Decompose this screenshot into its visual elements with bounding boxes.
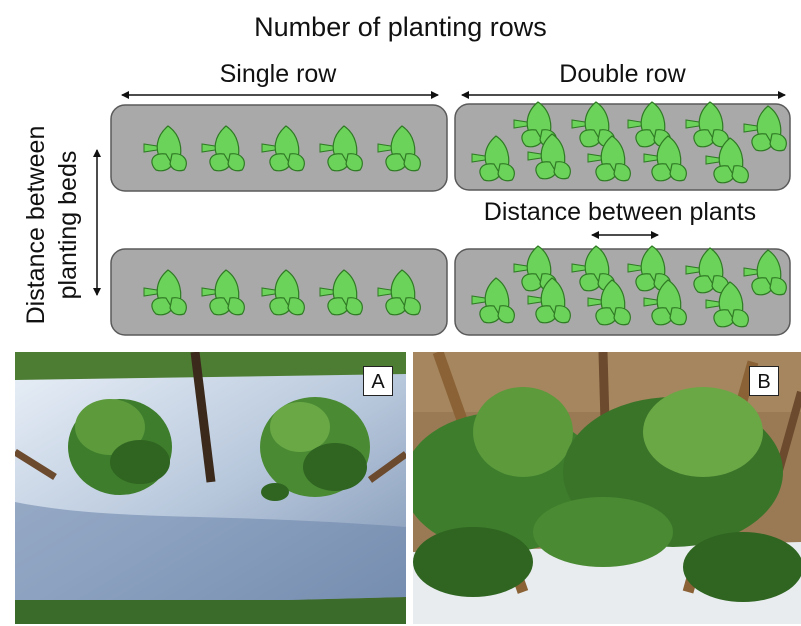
photo-b-label: B [749,366,779,396]
photo-single-row: A [15,352,406,624]
distance-beds-line1: Distance between [22,125,50,325]
photo-a-label: A [363,366,393,396]
photo-b-illustration [413,352,801,624]
double-row-label: Double row [559,60,686,88]
diagram-title: Number of planting rows [254,12,547,42]
planting-layout-diagram [93,91,791,336]
photo-a-illustration [15,352,406,624]
distance-beds-line2: planting beds [54,150,82,300]
single-row-label: Single row [219,60,337,88]
distance-between-plants-label: Distance between plants [483,198,757,226]
photo-double-row: B [413,352,801,624]
